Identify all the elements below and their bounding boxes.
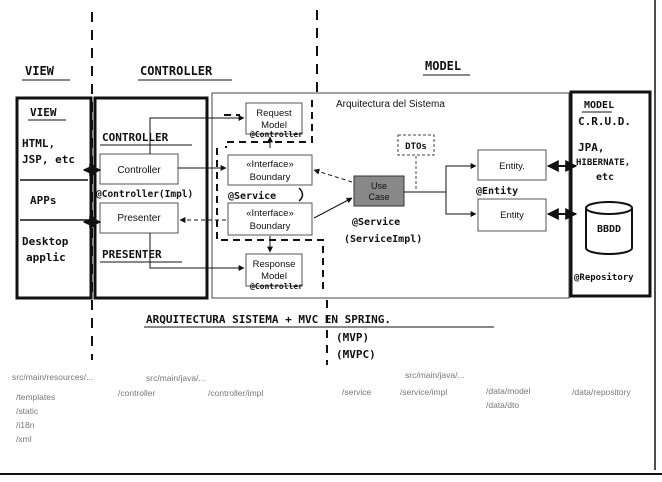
path-i18n: /i18n [16, 420, 35, 430]
path-controller-impl: /controller/impl [208, 388, 263, 398]
entity-top-box [477, 149, 547, 181]
usecase-to-entity-top-arrow [404, 163, 477, 193]
database-icon [585, 201, 633, 255]
entity-top-label: Entity. [499, 161, 525, 172]
header-model: MODEL [425, 59, 461, 73]
request-model-box [245, 102, 303, 135]
controller-box [99, 153, 179, 185]
caption-mvpc: (MVPC) [336, 348, 376, 361]
boundary-top-label-1: «Interface» [246, 159, 294, 170]
caption-main: ARQUITECTURA SISTEMA + MVC EN SPRING. [146, 313, 391, 326]
view-applic: applic [26, 251, 66, 264]
path-static: /static [16, 406, 39, 416]
view-panel-title: VIEW [30, 106, 57, 119]
boundary-top-box [227, 154, 313, 186]
use-case-label-2: Case [368, 192, 389, 202]
boundary-bottom-to-usecase-arrow [313, 197, 353, 219]
boundary-bottom-label-1: «Interface» [246, 208, 294, 219]
entity-bottom-label: Entity [500, 210, 524, 221]
presenter-box-label: Presenter [117, 213, 161, 224]
path-templates: /templates [16, 392, 55, 402]
response-model-annotation: @Controller [250, 282, 303, 291]
header-controller: CONTROLLER [140, 64, 213, 78]
use-case-label-1: Use [371, 181, 387, 191]
model-panel-title: MODEL [584, 100, 614, 111]
path-resources: src/main/resources/... [12, 372, 93, 382]
controller-panel [93, 96, 209, 300]
entity-annotation: @Entity [476, 185, 518, 197]
dtos-box [397, 134, 435, 156]
request-model-label-2: Model [261, 120, 287, 131]
path-controller: /controller [118, 388, 155, 398]
controller-annotation: @Controller(Impl) [96, 189, 193, 200]
path-java-2: src/main/java/... [405, 370, 465, 380]
caption-mvp: (MVP) [336, 331, 369, 344]
architecture-panel [211, 92, 570, 299]
entity-bottom-box [477, 198, 547, 232]
use-case-box [353, 175, 405, 207]
request-model-label-1: Request [256, 108, 292, 119]
boundary-bottom-label-2: Boundary [250, 221, 291, 232]
view-desktop: Desktop [22, 235, 69, 248]
model-jpa: JPA, [578, 141, 605, 154]
path-service: /service [342, 387, 372, 397]
path-xml: /xml [16, 434, 32, 444]
usecase-to-boundary-top-arrow [313, 168, 353, 183]
view-panel [15, 96, 93, 300]
path-java-1: src/main/java/... [146, 373, 206, 383]
presenter-title: PRESENTER [102, 248, 162, 261]
request-model-annotation: @Controller [250, 130, 303, 139]
dtos-label: DTOs [405, 142, 427, 152]
model-crud: C.R.U.D. [578, 115, 631, 128]
response-model-label-2: Model [261, 271, 287, 282]
presenter-box [99, 202, 179, 234]
path-data-dto: /data/dto [486, 400, 519, 410]
controller-box-label: Controller [117, 165, 161, 176]
usecase-to-entity-bottom-arrow [445, 192, 477, 217]
use-case-annotation-2: (ServiceImpl) [344, 233, 422, 245]
response-model-box [245, 253, 303, 287]
view-apps: APPs [30, 194, 57, 207]
model-panel [569, 90, 652, 298]
path-service-impl: /service/impl [400, 387, 447, 397]
view-jsp: JSP, etc [22, 153, 75, 166]
presenter-to-response-arrow [149, 233, 245, 271]
boundary-service-annotation: @Service [228, 190, 276, 202]
model-hibernate: HIBERNATE, [576, 158, 630, 168]
path-data-repository: /data/repository [572, 387, 631, 397]
architecture-title: Arquitectura del Sistema [336, 99, 445, 110]
header-view: VIEW [25, 64, 55, 78]
response-model-label-1: Response [253, 259, 296, 270]
boundary-top-label-2: Boundary [250, 172, 291, 183]
controller-to-request-arrow [149, 115, 245, 154]
path-data-model: /data/model [486, 386, 531, 396]
controller-panel-title: CONTROLLER [102, 131, 169, 144]
view-html: HTML, [22, 137, 55, 150]
model-repository: @Repository [574, 272, 634, 283]
database-label: BBDD [597, 224, 621, 235]
model-etc: etc [596, 172, 614, 183]
boundary-bottom-box [227, 202, 313, 236]
use-case-annotation-1: @Service [352, 216, 400, 228]
